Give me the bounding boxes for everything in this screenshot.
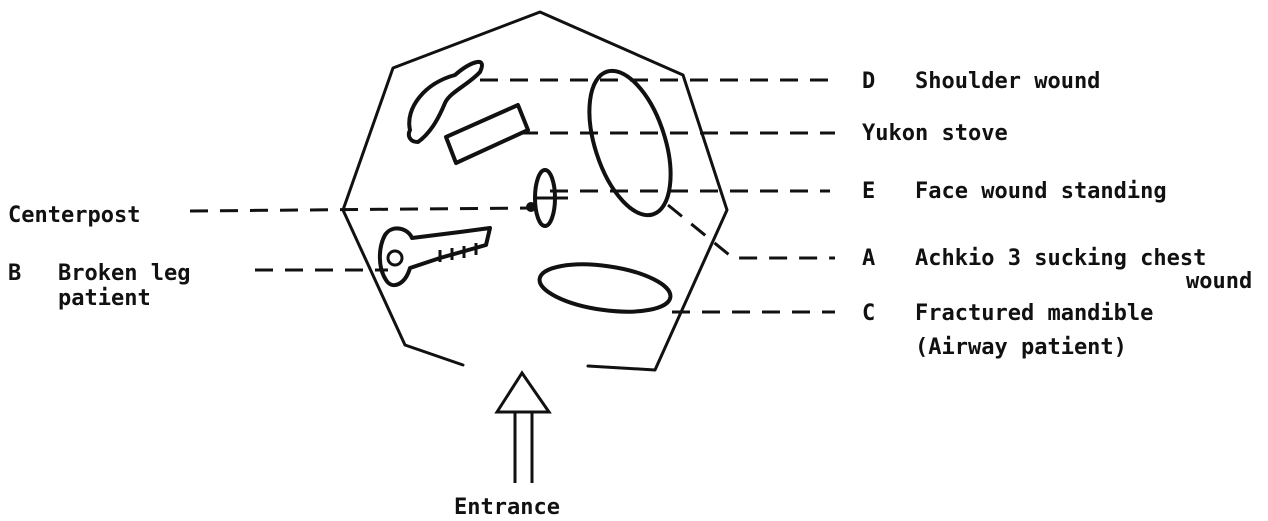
label-chest-letter: A [862, 246, 875, 271]
shoulder-wound-patient [406, 60, 484, 144]
label-leg-text2: patient [58, 286, 151, 311]
label-mandible-letter: C [862, 301, 875, 326]
face-wound-patient [587, 68, 673, 218]
label-leg-text: Broken leg [58, 261, 190, 286]
label-mandible-text2: (Airway patient) [915, 335, 1127, 360]
tent-outline [341, 10, 729, 372]
label-leg-letter: B [8, 261, 21, 286]
yukon-stove [444, 103, 530, 165]
leader-chest [667, 203, 835, 260]
label-chest-text: Achkio 3 sucking chest [915, 246, 1206, 271]
broken-leg-patient [377, 226, 492, 288]
label-mandible-text: Fractured mandible [915, 301, 1153, 326]
label-chest-text2: wound [1186, 269, 1252, 294]
entrance-arrow-head [494, 370, 552, 414]
label-shoulder-letter: D [862, 69, 875, 94]
label-stove-text: Yukon stove [862, 121, 1008, 146]
broken-leg-splint [438, 243, 478, 262]
broken-leg-head [386, 249, 404, 267]
label-centerpost-text: Centerpost [8, 203, 140, 228]
label-face-letter: E [862, 179, 875, 204]
leader-centerpost [189, 206, 531, 213]
label-face-text: Face wound standing [915, 179, 1167, 204]
label-shoulder-text: Shoulder wound [915, 69, 1100, 94]
label-entrance: Entrance [454, 495, 560, 516]
airway-patient [537, 262, 673, 314]
